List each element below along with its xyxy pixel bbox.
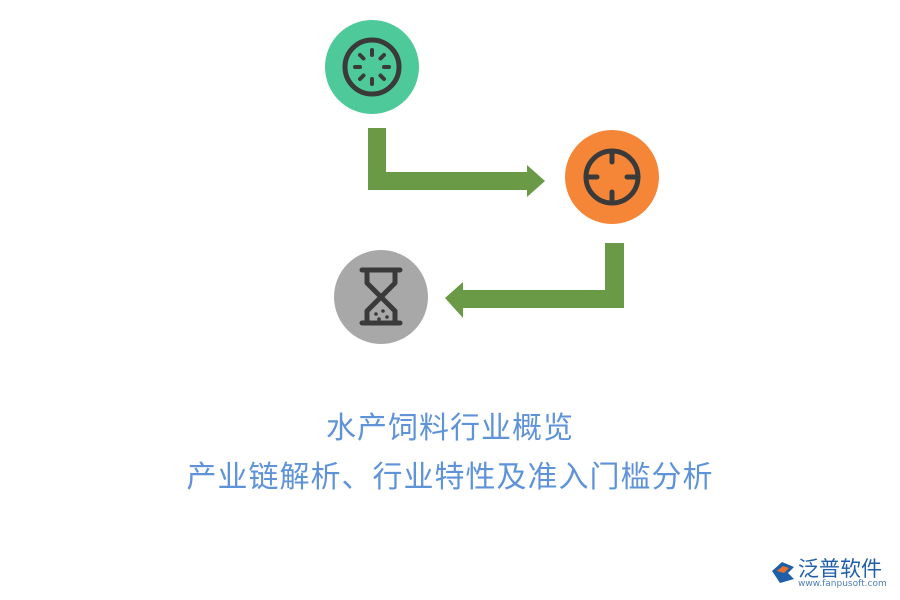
main-title: 水产饲料行业概览 <box>326 411 574 446</box>
dial-icon <box>342 37 402 97</box>
subtitle: 产业链解析、行业特性及准入门槛分析 <box>186 460 714 495</box>
brand-logo: 泛普软件 www.fanpusoft.com <box>768 553 893 593</box>
node-green <box>325 20 419 114</box>
hourglass-icon <box>359 267 403 326</box>
node-orange <box>565 130 659 224</box>
logo-url: www.fanpusoft.com <box>798 579 887 589</box>
logo-mark-icon <box>772 562 794 583</box>
connector-arrow-2 <box>445 243 624 318</box>
node-gray <box>334 250 428 344</box>
crosshair-icon <box>583 148 641 206</box>
connector-arrow-1 <box>368 128 545 197</box>
logo-name: 泛普软件 <box>798 557 882 581</box>
